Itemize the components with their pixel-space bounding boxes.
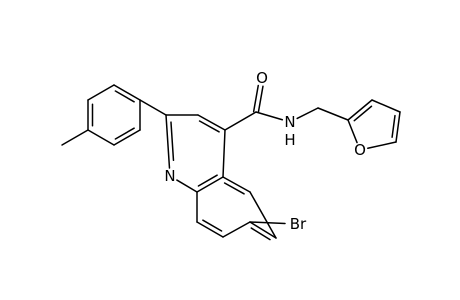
double-bond [196,219,224,238]
bond-line [113,84,141,101]
double-bond [391,111,401,143]
single-bond [249,221,286,225]
atom-label-n: N [164,167,175,185]
bond-inner-line [170,121,175,162]
double-bond [249,221,277,241]
bond-line [249,221,277,239]
bond-line [196,221,224,238]
bond-line [367,141,397,150]
bond-line [296,107,319,120]
single-bond [87,84,115,101]
bonds-layer [61,84,401,241]
single-bond [139,99,167,116]
bond-line [61,129,89,146]
bond-inner-line [202,219,223,232]
bond-inner-line [198,120,220,133]
bond-line [224,111,257,131]
bond-line [395,111,401,143]
bond-inner-line [391,114,396,138]
single-bond [61,129,89,146]
double-bond [252,84,264,114]
bond-line [347,119,358,144]
single-bond [224,111,257,131]
atom-label-h: H [284,131,295,149]
bond-line [222,176,251,193]
single-bond [371,99,401,113]
bond-line [139,99,167,116]
bond-line [255,111,284,121]
bond-line [196,176,224,193]
single-bond [176,179,198,193]
bond-line [113,129,141,146]
double-bond [347,99,373,122]
double-bond [196,174,224,193]
bond-line [165,114,171,169]
atom-label-o: O [354,141,366,159]
double-bond [222,176,251,195]
double-bond [165,114,175,169]
bond-line [197,114,226,131]
bond-inner-line [197,174,218,187]
bond-inner-line [114,127,135,140]
bond-line [87,129,115,146]
bond-inner-line [250,227,271,241]
bond-line [222,221,251,238]
bond-line [249,191,277,239]
double-bond [113,84,141,103]
double-bond [87,99,94,131]
bond-line [222,129,226,178]
atom-label-n: N [284,113,295,131]
bond-line [252,84,259,113]
single-bond [317,107,349,121]
double-bond [197,114,226,133]
single-bond [222,129,226,178]
double-bond [113,127,141,146]
bond-line [257,85,264,114]
bond-inner-line [223,182,245,195]
bond-inner-line [353,105,373,122]
bond-line [371,99,401,113]
bond-inner-line [114,90,135,103]
single-bond [367,141,397,150]
single-bond [222,221,251,238]
bond-line [87,84,115,101]
bond-line [249,221,286,225]
single-bond [87,129,115,146]
bond-line [317,107,349,121]
single-bond [255,111,284,121]
single-bond [347,119,358,144]
single-bond [296,107,319,120]
bond-line [176,179,198,193]
single-bond [249,191,277,239]
bond-line [347,99,373,121]
atom-label-br: Br [290,215,307,233]
atom-label-o: O [256,69,268,87]
